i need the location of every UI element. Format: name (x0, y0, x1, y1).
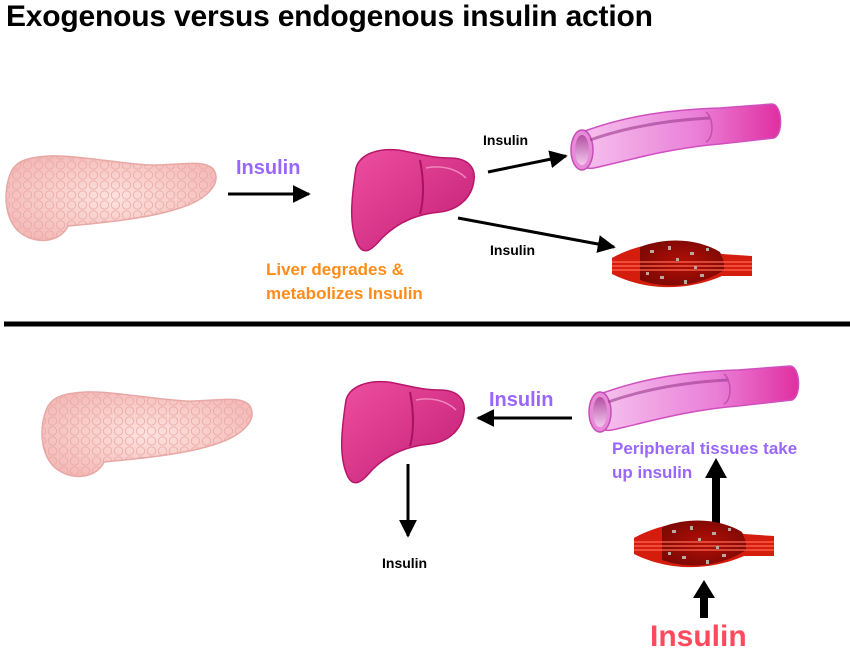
pancreas-bottom (41, 391, 253, 478)
label-vessel-to-liver: Insulin (489, 389, 554, 411)
liver-note-line2: metabolizes Insulin (266, 284, 423, 303)
blood-vessel-bottom (588, 365, 800, 433)
liver-bottom (340, 380, 466, 484)
arrow-injection-to-muscle (693, 580, 715, 618)
arrow-muscle-to-vessel (705, 458, 727, 524)
label-liver-to-vessel: Insulin (483, 132, 529, 148)
label-liver-to-muscle: Insulin (490, 242, 536, 258)
muscle-bottom (634, 520, 774, 568)
liver-top (350, 148, 476, 252)
pancreas-top (5, 155, 217, 242)
blood-vessel-top (570, 103, 782, 171)
arrow-liver-to-muscle (457, 216, 616, 253)
label-pancreas-to-liver: Insulin (236, 157, 301, 179)
label-liver-output: Insulin (382, 555, 428, 571)
peripheral-note-line2: up insulin (612, 463, 693, 482)
muscle-top (612, 240, 752, 288)
liver-note-line1: Liver degrades & (266, 260, 404, 279)
peripheral-note-line1: Peripheral tissues take (612, 439, 798, 458)
page-title: Exogenous versus endogenous insulin acti… (6, 0, 653, 33)
label-injected-insulin: Insulin (650, 620, 747, 653)
arrow-liver-to-vessel (487, 150, 568, 174)
liver-note: Liver degrades & metabolizes Insulin (266, 258, 423, 306)
peripheral-note: Peripheral tissues take up insulin (612, 437, 797, 485)
